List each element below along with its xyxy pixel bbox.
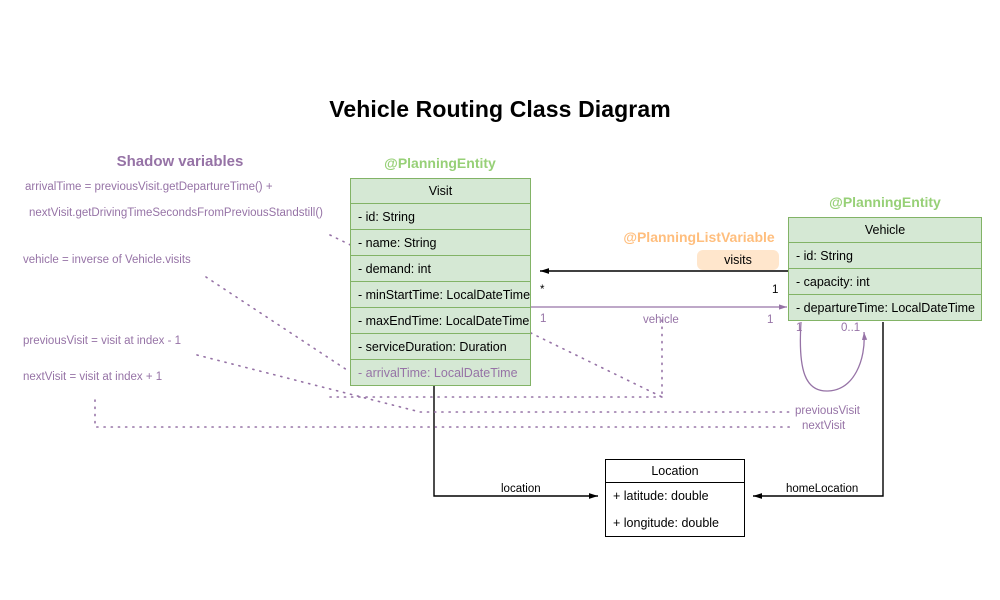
visit-attribute-arrival-time: - arrivalTime: LocalDateTime — [351, 359, 530, 385]
visit-class-name: Visit — [428, 184, 453, 198]
shadow-variables-heading: Shadow variables — [116, 153, 244, 170]
self-loop-multiplicity-zero-one: 0..1 — [841, 322, 861, 334]
class-box-visit: Visit - id: String - name: String - dema… — [350, 178, 531, 386]
page-title: Vehicle Routing Class Diagram — [329, 96, 671, 122]
visit-attribute-id: - id: String — [351, 203, 530, 229]
class-box-vehicle: Vehicle - id: String - capacity: int - d… — [788, 217, 982, 321]
edge-shadow-vehicle — [205, 276, 351, 373]
vehicle-edge-label: vehicle — [643, 314, 679, 326]
location-class-name: Location — [651, 464, 699, 478]
class-box-location: Location + latitude: double + longitude:… — [605, 459, 745, 537]
visits-badge: visits — [697, 250, 779, 270]
vehicle-attribute-departure-time: - departureTime: LocalDateTime — [789, 294, 981, 320]
visit-attribute-service-duration: - serviceDuration: Duration — [351, 333, 530, 359]
visit-attribute-demand: - demand: int — [351, 255, 530, 281]
shadow-note-previous-visit: previousVisit = visit at index - 1 — [23, 335, 181, 347]
location-attribute-longitude: + longitude: double — [613, 515, 719, 530]
shadow-note-arrival-time-2: nextVisit.getDrivingTimeSecondsFromPrevi… — [29, 207, 323, 219]
visit-attribute-name: - name: String — [351, 229, 530, 255]
location-attribute-latitude: + latitude: double — [606, 482, 744, 509]
self-loop-multiplicity-one: 1 — [796, 322, 803, 334]
planning-list-variable-stereotype: @PlanningListVariable — [623, 229, 775, 245]
shadow-note-next-visit: nextVisit = visit at index + 1 — [23, 371, 163, 383]
shadow-note-arrival-time-1: arrivalTime = previousVisit.getDeparture… — [25, 181, 273, 193]
vehicle-multiplicity-source: 1 — [540, 313, 547, 325]
vehicle-attribute-id: - id: String — [789, 242, 981, 268]
edge-shadow-next-visit — [94, 399, 791, 428]
home-location-edge-label: homeLocation — [786, 483, 859, 495]
previous-visit-edge-label: previousVisit — [795, 405, 860, 417]
edge-location — [433, 386, 598, 499]
visits-multiplicity-target: * — [540, 284, 545, 296]
visits-multiplicity-source: 1 — [772, 284, 779, 296]
vehicle-attribute-capacity: - capacity: int — [789, 268, 981, 294]
vehicle-stereotype: @PlanningEntity — [829, 194, 941, 210]
visit-attribute-min-start-time: - minStartTime: LocalDateTime — [351, 281, 530, 307]
next-visit-edge-label: nextVisit — [802, 420, 846, 432]
vehicle-class-name: Vehicle — [864, 223, 906, 237]
visit-stereotype: @PlanningEntity — [384, 155, 496, 171]
visit-attribute-max-end-time: - maxEndTime: LocalDateTime — [351, 307, 530, 333]
vehicle-multiplicity-target: 1 — [767, 314, 774, 326]
shadow-note-vehicle: vehicle = inverse of Vehicle.visits — [23, 254, 191, 266]
location-edge-label: location — [501, 483, 541, 495]
